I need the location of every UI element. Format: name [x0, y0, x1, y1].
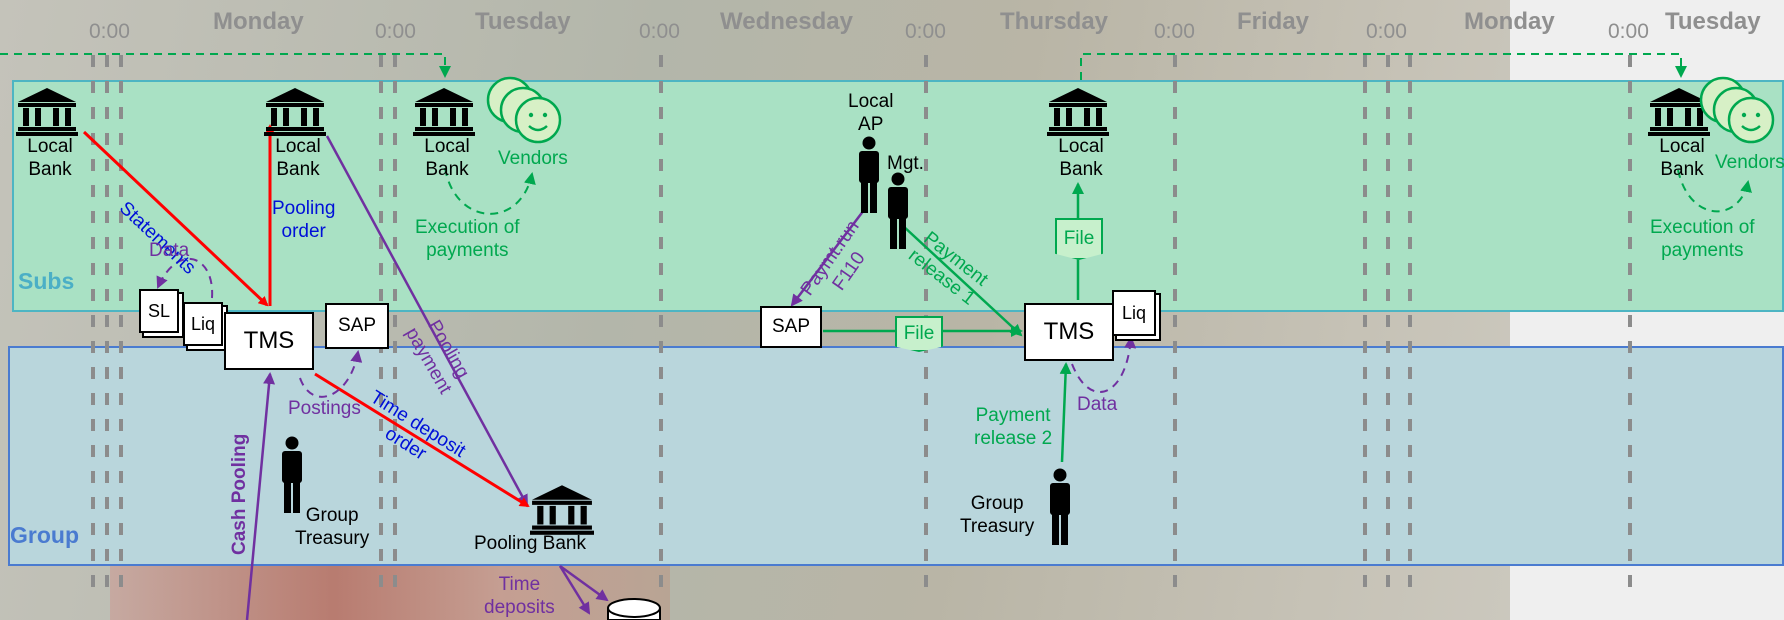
person-icon: [282, 436, 302, 513]
local-ap-label: Local AP: [848, 91, 894, 135]
local-bank-label: Local Bank: [1659, 136, 1705, 180]
day-label-tuesday: Tuesday: [475, 8, 571, 35]
day-label-wednesday: Wednesday: [720, 8, 853, 35]
pooling-bank-icon: [530, 485, 594, 535]
mgt-label: Mgt.: [887, 153, 924, 174]
vendors-label: Vendors: [498, 148, 568, 169]
file-document: File: [895, 316, 943, 352]
liq-document: Liq: [1112, 290, 1156, 336]
pooling-order-label: Pooling order: [272, 198, 336, 242]
local-bank-label: Local Bank: [424, 136, 470, 180]
local-bank-label: Local Bank: [275, 136, 321, 180]
bank-icon: [1648, 88, 1710, 136]
day-label-thursday: Thursday: [1000, 8, 1109, 35]
day-label-monday: Monday: [213, 8, 304, 35]
bank-icon: [16, 88, 78, 136]
tms-box: TMS: [1024, 303, 1114, 361]
vendors-label: Vendors: [1715, 152, 1784, 173]
execution-label: Execution of payments: [415, 217, 520, 261]
execution-label: Execution of payments: [1650, 217, 1755, 261]
sap-box: SAP: [760, 306, 822, 348]
midnight-marker: 0:00: [1154, 20, 1195, 43]
bank-icon: [264, 88, 326, 136]
sl-document: SL: [139, 289, 179, 333]
cash-pooling-label: Cash Pooling: [229, 433, 250, 555]
payment-release-2-label: Payment release 2: [974, 405, 1053, 449]
midnight-marker: 0:00: [89, 20, 130, 43]
database-icon: [607, 598, 661, 620]
bank-icon: [413, 88, 475, 136]
midnight-marker: 0:00: [375, 20, 416, 43]
background-photo-detail: [110, 560, 670, 620]
data-label: Data: [149, 240, 190, 261]
day-label-tuesday-2: Tuesday: [1665, 8, 1761, 35]
file-document: File: [1055, 218, 1103, 260]
sap-box: SAP: [325, 303, 389, 349]
liq-document: Liq: [183, 302, 223, 346]
group-band-label: Group: [10, 522, 79, 548]
pooling-bank-label: Pooling Bank: [474, 533, 586, 554]
group-treasury-label: Group Treasury: [295, 505, 370, 549]
bank-icon: [1047, 88, 1109, 136]
tms-box: TMS: [224, 312, 314, 370]
midnight-marker: 0:00: [1608, 20, 1649, 43]
person-icon: [888, 172, 908, 249]
person-icon: [859, 136, 879, 213]
vendors-icon: [486, 76, 562, 144]
vendors-icon: [1699, 76, 1775, 144]
person-icon: [1050, 468, 1070, 545]
midnight-marker: 0:00: [1366, 20, 1407, 43]
day-label-monday-2: Monday: [1464, 8, 1555, 35]
group-treasury-label: Group Treasury: [960, 493, 1035, 537]
local-bank-label: Local Bank: [1058, 136, 1104, 180]
postings-label: Postings: [288, 398, 361, 419]
day-label-friday: Friday: [1237, 8, 1310, 35]
time-deposits-label: Time deposits: [484, 574, 555, 618]
data-label: Data: [1077, 394, 1118, 415]
subs-band-label: Subs: [18, 268, 75, 294]
group-band: [8, 346, 1784, 566]
midnight-marker: 0:00: [905, 20, 946, 43]
midnight-marker: 0:00: [639, 20, 680, 43]
local-bank-label: Local Bank: [27, 136, 73, 180]
